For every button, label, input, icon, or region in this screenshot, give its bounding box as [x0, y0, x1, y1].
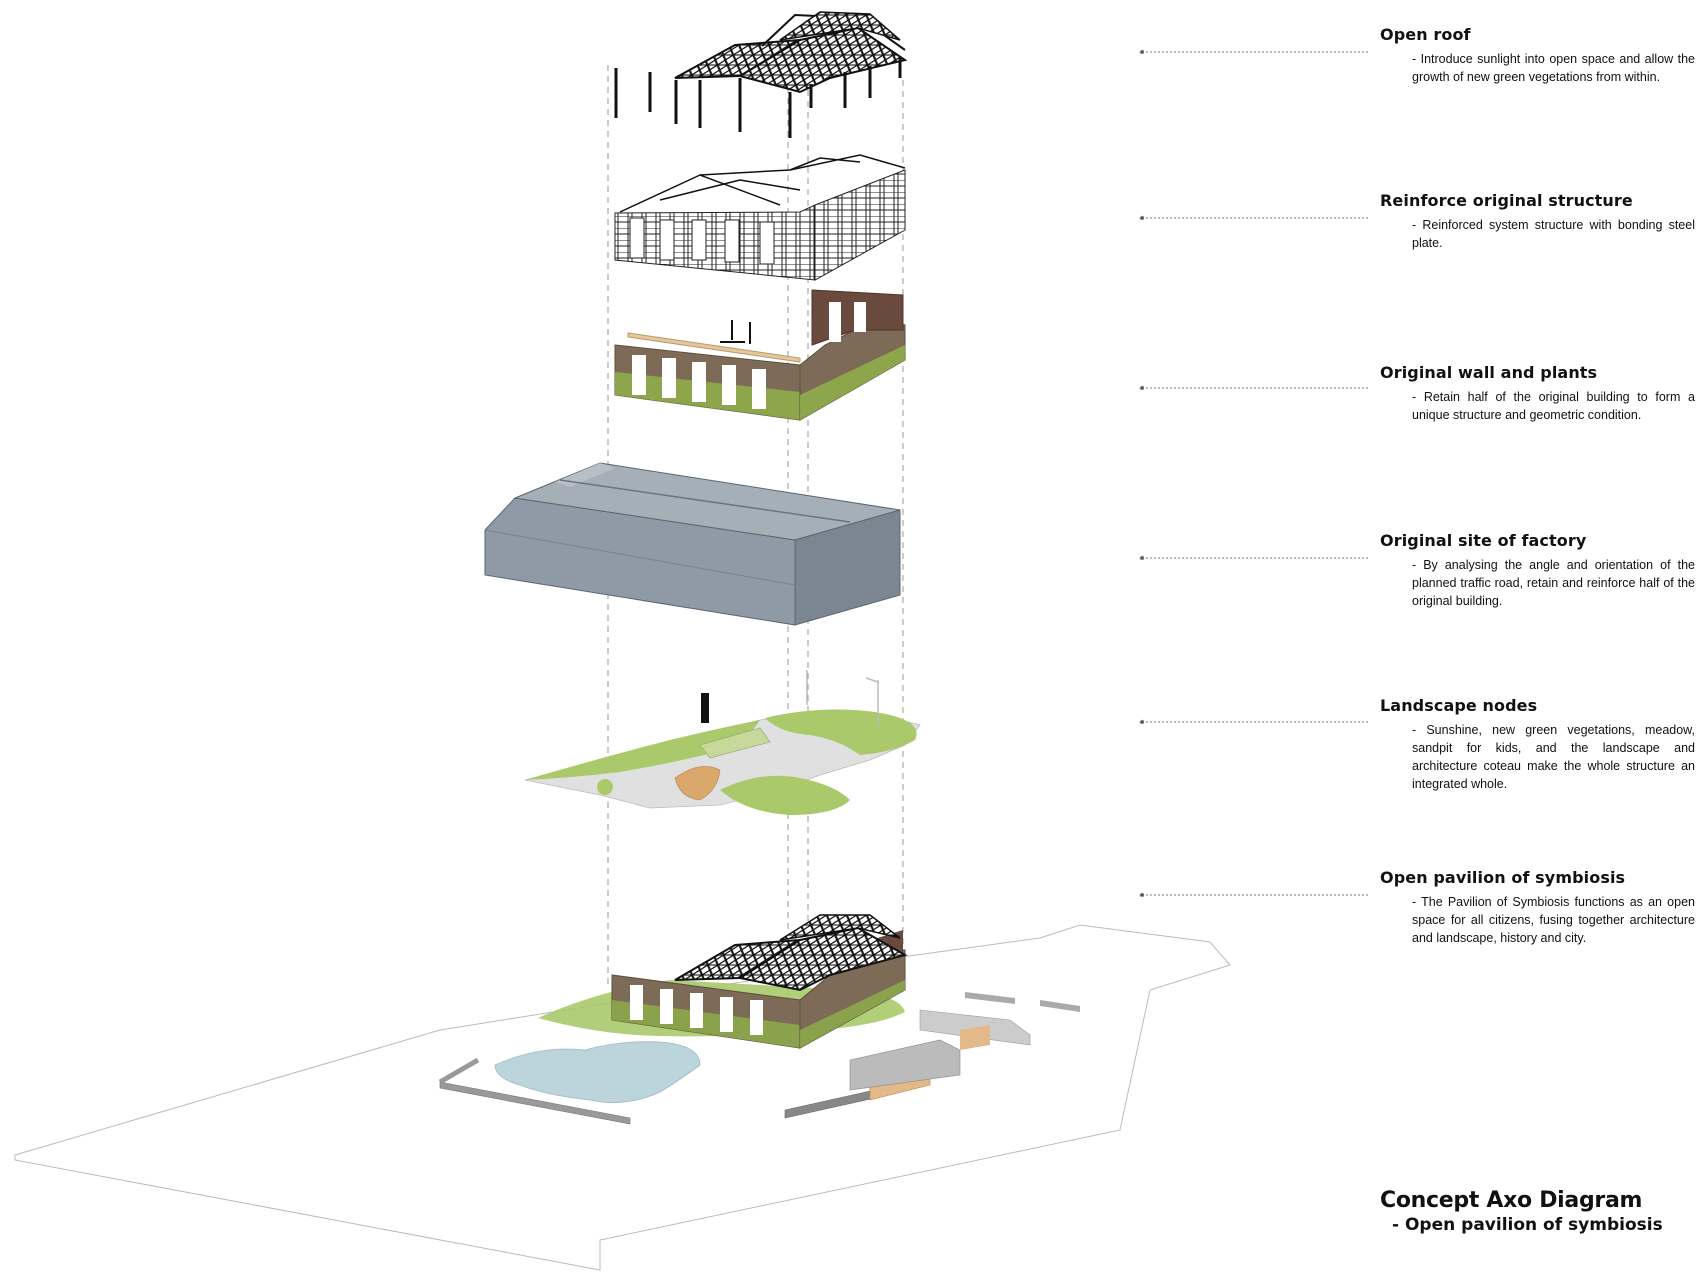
caption-title: Concept Axo Diagram: [1380, 1188, 1643, 1213]
layer-title: Original wall and plants: [1380, 363, 1598, 382]
layer-description: - The Pavilion of Symbiosis functions as…: [1412, 895, 1695, 945]
reinforced-structure-layer: [614, 154, 906, 281]
open-roof-layer: [614, 11, 908, 138]
layer-label-open-pavilion: Open pavilion of symbiosis - The Pavilio…: [1380, 868, 1695, 947]
layer-description: - Introduce sunlight into open space and…: [1412, 52, 1695, 84]
layer-description: - Reinforced system structure with bondi…: [1412, 218, 1695, 250]
layer-label-original-site: Original site of factory - By analysing …: [1380, 531, 1695, 610]
layer-title: Open roof: [1380, 25, 1471, 44]
layer-description: - By analysing the angle and orientation…: [1412, 558, 1695, 608]
diagram-caption: Concept Axo Diagram - Open pavilion of s…: [1380, 1188, 1663, 1235]
layer-description: - Sunshine, new green vegetations, meado…: [1412, 723, 1695, 791]
layer-label-open-roof: Open roof - Introduce sunlight into open…: [1380, 25, 1695, 86]
landscape-marker-icon: [701, 693, 709, 723]
original-wall-layer: [614, 289, 906, 421]
layer-title: Reinforce original structure: [1380, 191, 1633, 210]
layer-title: Original site of factory: [1380, 531, 1587, 550]
layer-label-reinforce-structure: Reinforce original structure - Reinforce…: [1380, 191, 1695, 252]
layer-label-landscape-nodes: Landscape nodes - Sunshine, new green ve…: [1380, 696, 1695, 793]
caption-subtitle: - Open pavilion of symbiosis: [1392, 1215, 1663, 1235]
site-plan-layer: [14, 914, 1231, 1271]
factory-volume-layer: [484, 462, 901, 626]
layer-title: Open pavilion of symbiosis: [1380, 868, 1626, 887]
landscape-layer: [524, 670, 921, 815]
layer-description: - Retain half of the original building t…: [1412, 390, 1695, 422]
leader-lines: [1139, 49, 1370, 898]
layer-label-original-wall: Original wall and plants - Retain half o…: [1380, 363, 1695, 424]
layer-title: Landscape nodes: [1380, 696, 1538, 715]
